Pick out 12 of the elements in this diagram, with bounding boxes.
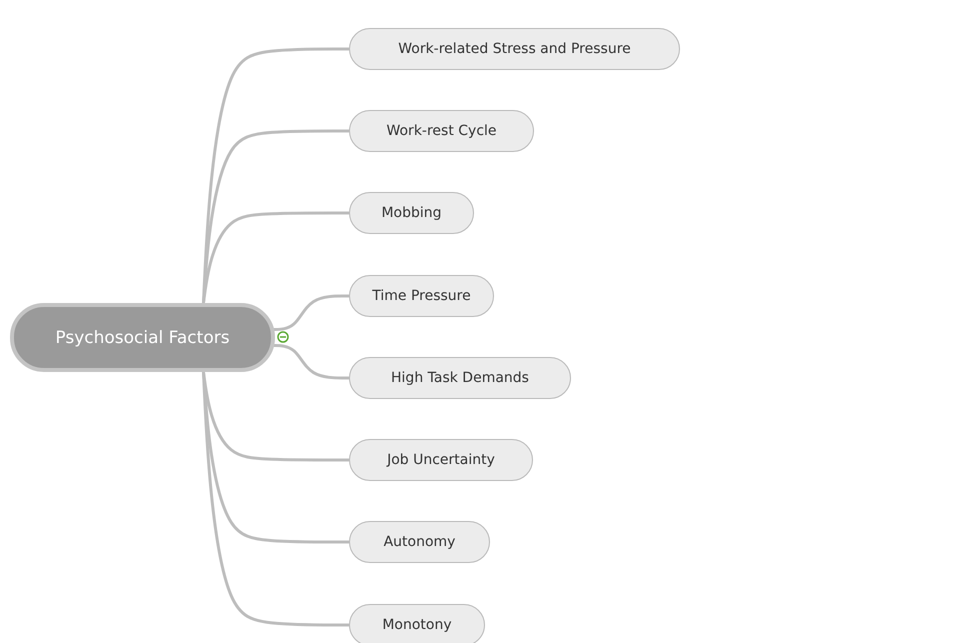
topic-box: Autonomy — [349, 521, 490, 563]
topic-box: Monotony — [349, 604, 485, 643]
topic-box: Job Uncertainty — [349, 439, 533, 481]
connector-line — [202, 130, 349, 304]
connector-line — [202, 212, 349, 304]
topic-box: Time Pressure — [349, 275, 494, 317]
topic-box: Work-related Stress and Pressure — [349, 28, 680, 70]
topic-box: Work-rest Cycle — [349, 110, 534, 152]
central-topic: Psychosocial Factors — [10, 303, 275, 372]
topic-box: Mobbing — [349, 192, 474, 234]
connector-line — [202, 372, 349, 626]
topic-box: High Task Demands — [349, 357, 571, 399]
